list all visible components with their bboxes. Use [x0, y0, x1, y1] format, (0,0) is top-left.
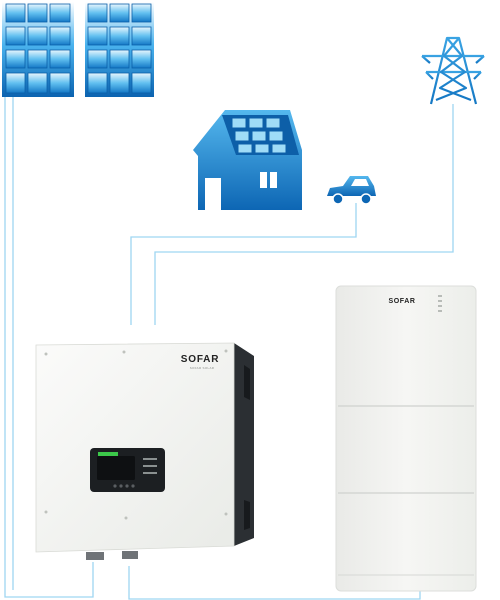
battery-indicator-leds	[438, 295, 442, 312]
inverter-brand-tagline: SOFAR SOLAR	[190, 366, 215, 370]
battery-brand-logo: SOFAR	[388, 298, 415, 305]
inverter-brand-logo: SOFAR	[181, 354, 219, 365]
car-icon	[327, 176, 376, 205]
battery-icon: SOFAR	[335, 285, 477, 592]
wire-panel-left-to-bottom	[4, 96, 94, 598]
wire-grid-to-inverter	[154, 104, 454, 325]
solar-panel-icon	[2, 2, 154, 97]
transmission-tower-icon	[421, 30, 485, 105]
wire-inverter-to-battery	[128, 566, 421, 600]
wire-car-to-inverter	[130, 203, 357, 325]
connection-wires	[4, 96, 454, 600]
inverter-icon: SOFAR SOFAR SOLAR	[35, 342, 254, 560]
house-icon	[193, 110, 302, 210]
